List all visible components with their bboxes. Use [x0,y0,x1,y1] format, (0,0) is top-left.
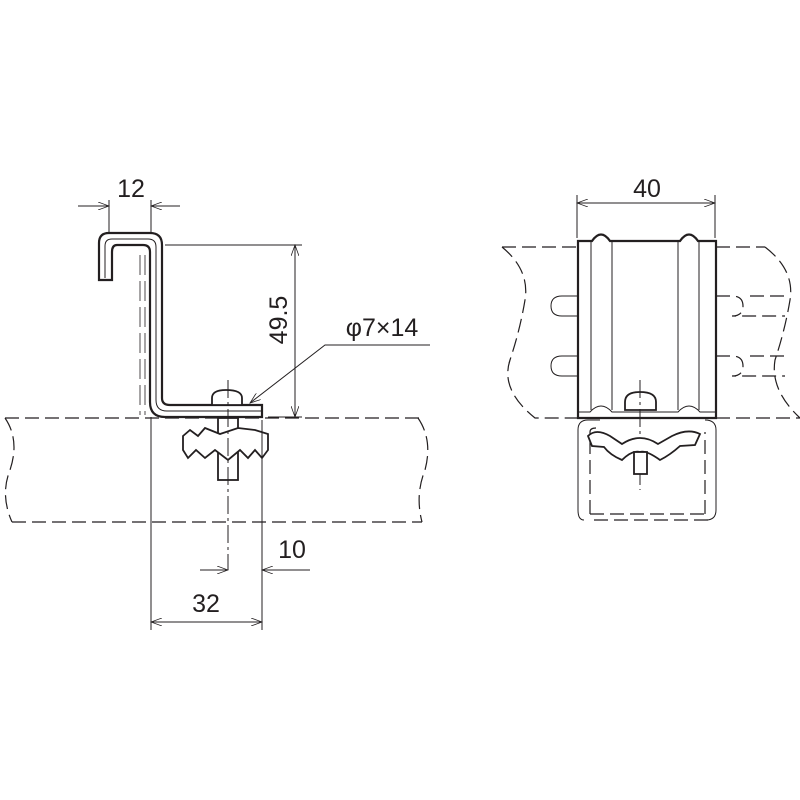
dimension-hook-width: 12 [78,175,180,232]
rail-outline-front [501,246,800,419]
clip-body [576,233,718,490]
dim-height-label: 49.5 [265,296,293,345]
dim-base-length-label: 32 [192,590,220,618]
hook-bracket [97,231,264,419]
dim-hook-width-label: 12 [117,175,145,203]
dim-bolt-label: φ7×14 [346,314,419,342]
dimension-bolt-offset: 10 [200,536,310,570]
dim-bolt-offset-label: 10 [278,536,306,564]
side-view: 12 49.5 φ7×14 10 32 [4,175,430,630]
dimension-height: 49.5 [165,245,302,417]
bolt-assembly [182,380,269,570]
front-view: 40 [501,175,800,521]
channel-and-clamp [577,419,717,521]
bolt-callout: φ7×14 [250,314,430,403]
dimension-width: 40 [577,175,715,238]
dimension-base-length: 32 [151,590,262,622]
dim-width-label: 40 [633,175,661,203]
